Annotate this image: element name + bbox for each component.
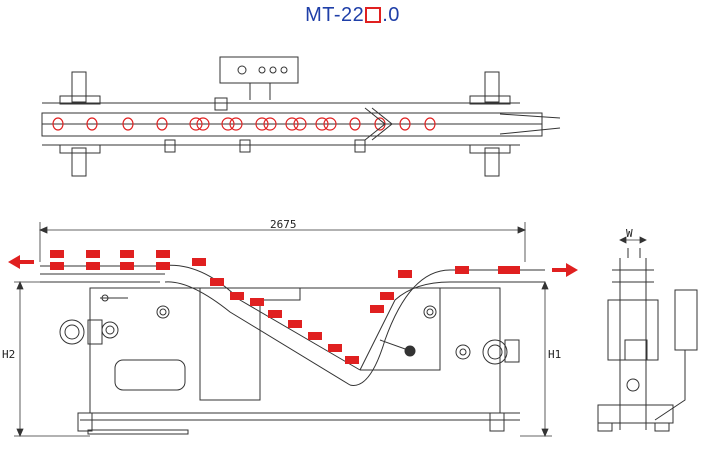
bearing-wheel-icon	[59, 319, 85, 345]
bottles	[50, 250, 520, 364]
title-suffix: .0	[382, 4, 400, 26]
diagram-title: MT-22 .0	[0, 4, 705, 27]
title-prefix: MT-22	[305, 4, 365, 26]
side-view	[40, 264, 545, 435]
width-dimension: W	[626, 227, 633, 240]
end-view	[597, 248, 698, 432]
h1-dimension: H1	[548, 348, 561, 361]
h2-dimension: H2	[2, 348, 15, 361]
control-box-icon	[219, 56, 299, 84]
length-dimension: 2675	[270, 218, 297, 231]
flow-out-arrow-icon	[8, 255, 34, 269]
top-view	[41, 56, 561, 177]
flow-arrows	[8, 255, 578, 277]
flow-in-arrow-icon	[552, 263, 578, 277]
dimension-lines	[14, 222, 647, 438]
model-placeholder-box	[365, 7, 382, 23]
